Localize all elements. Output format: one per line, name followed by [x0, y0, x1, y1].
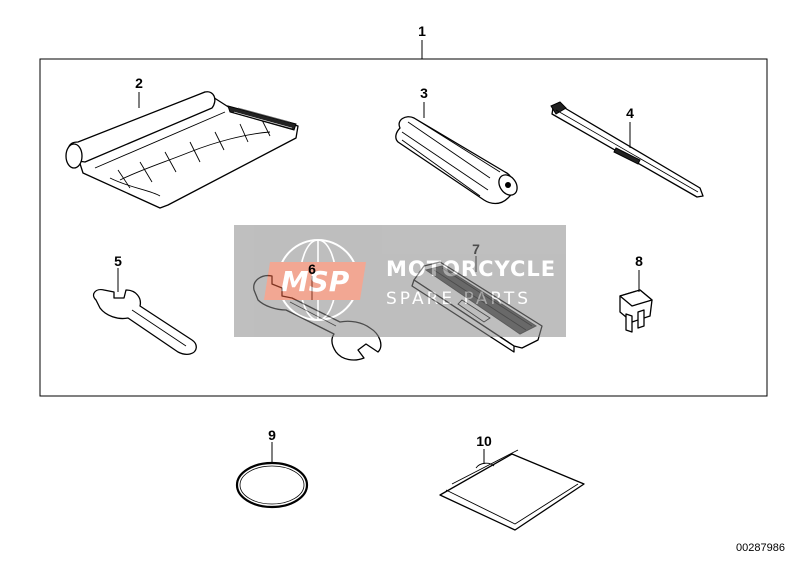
callout-4[interactable]: 4: [626, 105, 634, 121]
fuse-icon[interactable]: [619, 289, 653, 333]
callout-8[interactable]: 8: [635, 253, 643, 269]
o-ring-icon[interactable]: [235, 461, 309, 509]
watermark-logo: MSP: [264, 239, 366, 321]
screwdriver-handle-icon[interactable]: [395, 116, 521, 205]
diagram-reference-code: 00287986: [736, 542, 785, 554]
hook-wrench-icon[interactable]: [92, 288, 197, 356]
callout-2[interactable]: 2: [135, 75, 143, 91]
watermark-title: MOTORCYCLE: [386, 257, 556, 281]
callout-1[interactable]: 1: [418, 23, 426, 39]
callout-9[interactable]: 9: [268, 427, 276, 443]
callout-6[interactable]: 6: [308, 261, 316, 277]
callout-10[interactable]: 10: [476, 433, 492, 449]
screwdriver-bit-icon[interactable]: [550, 101, 704, 198]
watermark: MSP MOTORCYCLE SPARE PARTS: [234, 225, 566, 337]
group-frame: [39, 58, 768, 397]
tool-roll-icon[interactable]: [65, 91, 299, 209]
callout-5[interactable]: 5: [114, 253, 122, 269]
svg-text:MSP: MSP: [281, 265, 350, 298]
watermark-subtitle: SPARE PARTS: [386, 289, 531, 309]
toolkit-group: 1: [39, 23, 768, 397]
callout-3[interactable]: 3: [420, 85, 428, 101]
manual-sleeve-icon[interactable]: [439, 449, 585, 531]
